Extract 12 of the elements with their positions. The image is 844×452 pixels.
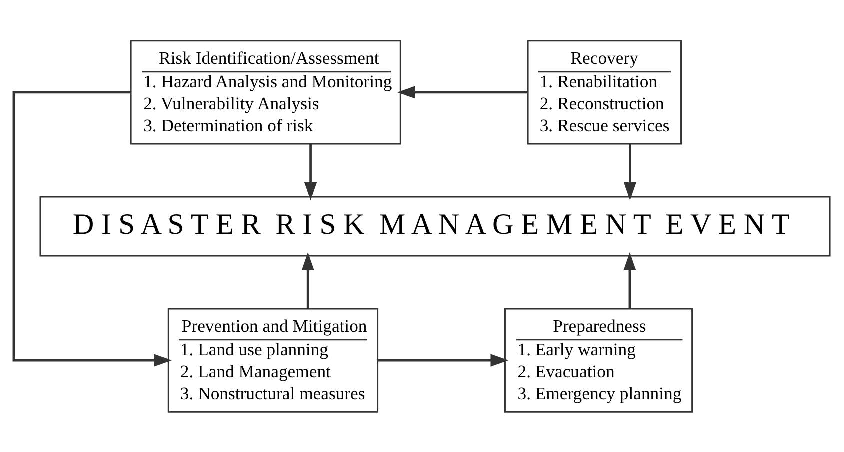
arrow — [302, 252, 314, 308]
node-box: Preparedness 1. Early warning 2. Evacuation 3. Emergency planning — [504, 308, 694, 412]
arrow — [12, 90, 172, 366]
arrow — [378, 354, 509, 366]
node-box: Prevention and Mitigation 1. Land use planning 2. Land Management 3. Nonstructural measures — [168, 308, 379, 412]
arrow — [624, 252, 636, 308]
arrow — [397, 86, 528, 98]
arrow — [304, 144, 318, 200]
arrow — [624, 144, 636, 200]
node-box: Recovery 1. Renabilitation 2. Reconstruction 3. Rescue services — [527, 40, 682, 144]
node-box: D I S A S T E R R I S K M A N A G E M E N T E V E N T — [40, 196, 831, 256]
node-box: Risk Identification/Assessment 1. Hazard Analysis and Monitoring 2. Vulnerability Analysis 3. Determination of risk — [130, 40, 402, 144]
